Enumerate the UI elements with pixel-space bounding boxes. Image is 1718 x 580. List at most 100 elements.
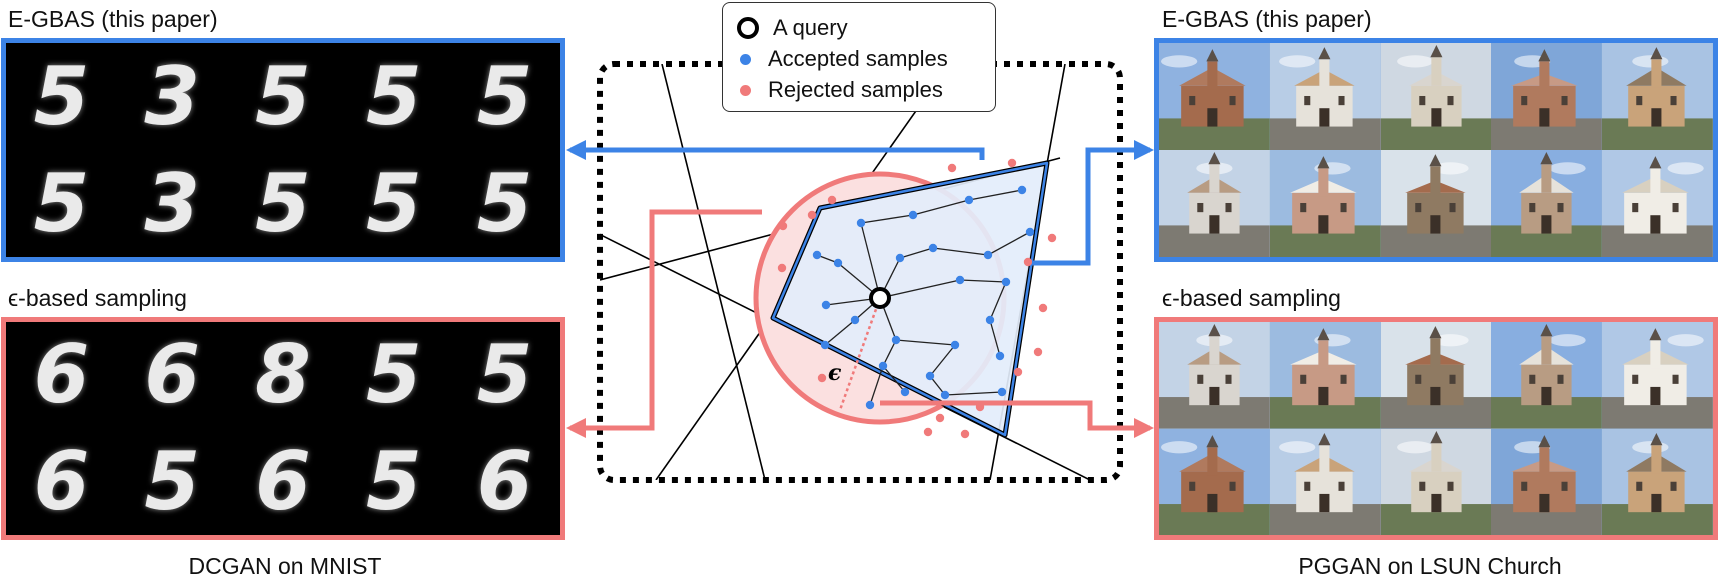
mnist-digit: 6 <box>255 434 311 528</box>
church-thumbnail <box>1380 428 1492 535</box>
church-sample <box>1159 150 1270 257</box>
church-thumbnail <box>1602 150 1713 257</box>
church-sample <box>1491 322 1603 429</box>
accepted-sample <box>895 253 905 263</box>
church-thumbnail <box>1602 322 1713 429</box>
legend-accepted-label: Accepted samples <box>768 46 948 71</box>
legend-query-label: A query <box>773 15 848 40</box>
church-sample <box>1159 428 1270 535</box>
legend-rejected-label: Rejected samples <box>768 77 943 102</box>
church-thumbnail <box>1380 322 1492 429</box>
mnist-digit: 5 <box>33 156 90 250</box>
church-thumbnail <box>1380 150 1492 257</box>
graph-edge <box>944 391 1003 396</box>
accepted-sample <box>833 258 843 268</box>
right-bottom-label: ϵ-based sampling <box>1162 285 1341 311</box>
accepted-sample <box>985 315 995 325</box>
graph-edge <box>912 199 970 216</box>
mnist-digit: 3 <box>144 49 201 143</box>
mnist-digit: 5 <box>365 328 422 422</box>
mnist-digit: 5 <box>255 49 311 143</box>
church-thumbnail <box>1491 43 1603 150</box>
query-point <box>869 287 891 309</box>
rejected-sample <box>827 195 837 205</box>
mnist-sample: 3 <box>117 150 228 257</box>
church-sample <box>1380 150 1492 257</box>
graph-edge <box>879 279 961 299</box>
church-sample <box>1269 322 1381 429</box>
accepted-sample <box>940 390 950 400</box>
legend-query: A query <box>737 15 848 41</box>
mnist-digit: 6 <box>33 328 90 422</box>
mnist-sample: 5 <box>449 150 560 257</box>
mnist-sample: 3 <box>117 43 228 150</box>
mnist-sample: 5 <box>449 43 560 150</box>
church-sample <box>1602 43 1713 150</box>
church-egbas-panel <box>1154 38 1718 262</box>
accepted-dot-icon <box>740 53 751 65</box>
mnist-digit: 5 <box>33 49 90 143</box>
graph-edge <box>824 319 856 346</box>
church-thumbnail <box>1269 322 1381 429</box>
church-thumbnail <box>1159 428 1270 535</box>
mnist-digit: 5 <box>365 156 422 250</box>
left-bottom-label: ϵ-based sampling <box>8 285 187 311</box>
mnist-digit: 5 <box>476 49 533 143</box>
rejected-sample <box>778 221 788 231</box>
church-thumbnail <box>1269 428 1381 535</box>
left-caption: DCGAN on MNIST <box>188 553 382 579</box>
mnist-sample: 6 <box>117 322 228 429</box>
church-sample <box>1269 150 1381 257</box>
church-thumbnail <box>1269 150 1381 257</box>
accepted-sample <box>1017 185 1027 195</box>
accepted-sample <box>812 250 822 260</box>
church-sample <box>1269 428 1381 535</box>
rejected-arrow-right <box>880 400 1154 438</box>
graph-edge <box>869 365 884 406</box>
church-thumbnail <box>1159 322 1270 429</box>
mnist-sample: 6 <box>449 429 560 536</box>
mnist-sample: 5 <box>6 150 117 257</box>
church-thumbnail <box>1491 322 1603 429</box>
accepted-sample <box>1025 227 1035 237</box>
church-sample <box>1159 43 1270 150</box>
rejected-sample <box>1047 233 1057 243</box>
church-thumbnail <box>1491 428 1603 535</box>
mnist-sample: 5 <box>117 429 228 536</box>
accepted-sample <box>900 387 910 397</box>
accepted-sample <box>997 387 1007 397</box>
mnist-digit: 5 <box>365 49 422 143</box>
graph-edge <box>882 339 897 367</box>
accepted-sample <box>955 275 965 285</box>
rejected-sample <box>817 373 827 383</box>
church-eps-grid <box>1159 322 1713 535</box>
graph-edge <box>987 231 1031 256</box>
graph-edge <box>959 279 1007 283</box>
mnist-digit: 5 <box>476 328 533 422</box>
accepted-sample <box>928 243 938 253</box>
church-sample <box>1491 150 1603 257</box>
church-thumbnail <box>1380 43 1492 150</box>
graph-edge <box>895 339 956 346</box>
rejected-nodes <box>777 158 1057 439</box>
mnist-sample: 5 <box>338 43 449 150</box>
mnist-digit: 6 <box>33 434 90 528</box>
mnist-digit: 3 <box>144 156 201 250</box>
accepted-sample <box>865 400 875 410</box>
church-eps-panel <box>1154 317 1718 540</box>
rejected-sample <box>1038 303 1048 313</box>
accepted-sample <box>983 250 993 260</box>
mnist-sample: 5 <box>449 322 560 429</box>
accepted-sample <box>821 300 831 310</box>
graph-edge <box>860 214 914 224</box>
church-sample <box>1380 43 1492 150</box>
church-sample <box>1602 150 1713 257</box>
legend-accepted: Accepted samples <box>737 46 948 72</box>
church-thumbnail <box>1159 150 1270 257</box>
mnist-digit: 6 <box>144 328 201 422</box>
accepted-sample <box>856 218 866 228</box>
church-egbas-grid <box>1159 43 1713 257</box>
accepted-sample <box>891 335 901 345</box>
